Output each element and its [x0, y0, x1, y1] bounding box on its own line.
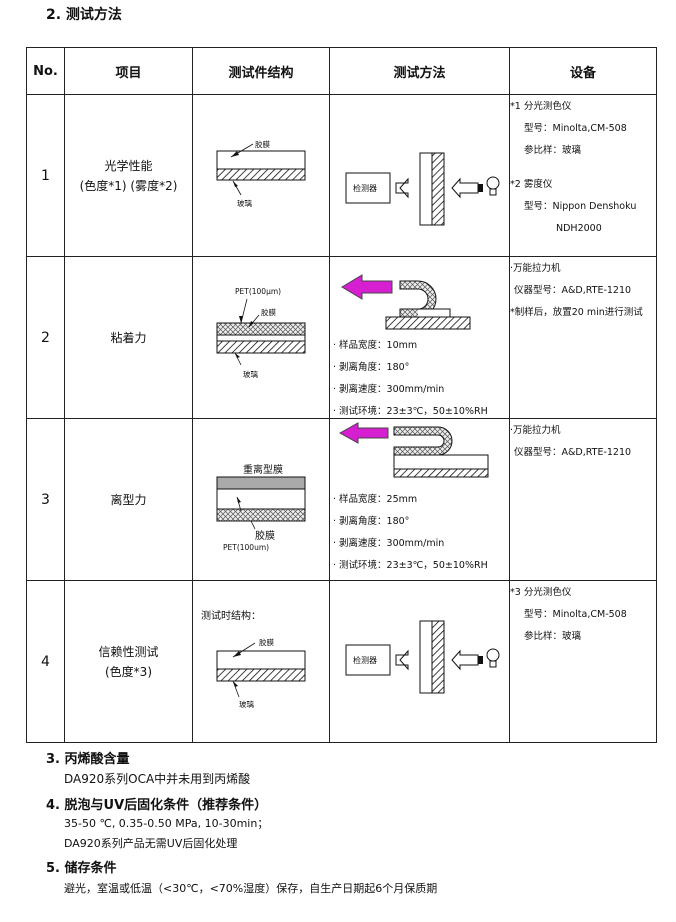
row-equipment: *1 分光测色仪 型号：Minolta,CM-508 参比样：玻璃 *2 雾度仪… — [509, 94, 657, 257]
section-5-heading: 5. 储存条件 — [46, 861, 117, 876]
equipment-line: 型号：Minolta,CM-508 — [524, 123, 627, 134]
peel-params: · 样品宽度：10mm · 剥离角度：180° · 剥离速度：300mm/min… — [333, 335, 488, 423]
header-item: 项目 — [64, 47, 193, 95]
table-row: 3 离型力 重离型膜 胶膜 PET(100um) — [26, 418, 657, 581]
row-structure: 测试时结构： 胶膜 玻璃 — [192, 580, 330, 743]
equipment-line: 参比样：玻璃 — [524, 631, 582, 642]
row-method: 检测器 — [329, 94, 510, 257]
row-no: 2 — [26, 256, 65, 419]
structure-diagram — [216, 143, 306, 196]
release-params: · 样品宽度：25mm · 剥离角度：180° · 剥离速度：300mm/min… — [333, 489, 488, 577]
row-method: 检测器 — [329, 580, 510, 743]
label-glass: 玻璃 — [239, 700, 254, 709]
detector-label: 检测器 — [353, 656, 377, 665]
table-row: 4 信赖性测试 (色度*3) 测试时结构： 胶膜 玻璃 — [26, 580, 657, 743]
section-4-text: 35-50 ℃, 0.35-0.50 MPa, 10-30min； — [64, 817, 269, 830]
item-line: (色度*3) — [105, 664, 152, 679]
item-line: 光学性能 — [104, 158, 153, 173]
optical-method-diagram — [345, 152, 500, 226]
row-method: · 样品宽度：25mm · 剥离角度：180° · 剥离速度：300mm/min… — [329, 418, 510, 581]
param-line: · 剥离角度：180° — [333, 362, 410, 373]
section-4-heading: 4. 脱泡与UV后固化条件（推荐条件） — [46, 798, 268, 813]
equipment-line: *2 雾度仪 — [510, 179, 553, 190]
item-line: 信赖性测试 — [98, 644, 159, 659]
label-heavy-release: 重离型膜 — [243, 465, 283, 476]
row-no: 1 — [26, 94, 65, 257]
row-item: 信赖性测试 (色度*3) — [64, 580, 193, 743]
label-glass: 玻璃 — [243, 370, 258, 379]
header-structure: 测试件结构 — [192, 47, 330, 95]
header-method: 测试方法 — [329, 47, 510, 95]
param-line: · 样品宽度：10mm — [333, 340, 418, 351]
release-method-diagram — [338, 422, 489, 478]
detector-label: 检测器 — [353, 184, 377, 193]
label-film: 胶膜 — [261, 308, 276, 317]
header-equipment: 设备 — [509, 47, 657, 95]
structure-diagram — [216, 476, 306, 530]
equipment-line — [510, 162, 656, 174]
label-pet: PET(100um) — [223, 543, 270, 552]
row-structure: PET(100μm) 胶膜 玻璃 — [192, 256, 330, 419]
equipment-line: 参比样：玻璃 — [524, 145, 582, 156]
row-equipment: ·万能拉力机 仪器型号：A&D,RTE-1210 *制样后，放置20 min进行… — [509, 256, 657, 419]
param-line: · 剥离速度：300mm/min — [333, 384, 445, 395]
structure-title: 测试时结构： — [201, 611, 261, 622]
param-line: · 剥离速度：300mm/min — [333, 538, 445, 549]
section-3-text: DA920系列OCA中并未用到丙烯酸 — [64, 772, 251, 786]
label-film: 胶膜 — [259, 638, 274, 647]
param-line: · 测试环境：23±3℃，50±10%RH — [333, 406, 488, 417]
row-method: · 样品宽度：10mm · 剥离角度：180° · 剥离速度：300mm/min… — [329, 256, 510, 419]
test-method-table: No. 项目 测试件结构 测试方法 设备 1 光学性能 (色度*1) (雾度*2… — [26, 47, 657, 743]
label-film: 胶膜 — [255, 140, 270, 149]
row-structure: 胶膜 玻璃 — [192, 94, 330, 257]
equipment-line: NDH2000 — [556, 223, 602, 234]
item-line: 粘着力 — [110, 330, 147, 345]
section-2-heading: 2. 测试方法 — [46, 7, 122, 23]
equipment-line: 仪器型号：A&D,RTE-1210 — [514, 285, 632, 296]
param-line: · 测试环境：23±3℃，50±10%RH — [333, 560, 488, 571]
light-bulb-icon — [486, 176, 500, 190]
label-pet: PET(100μm) — [235, 287, 282, 296]
pull-arrow-icon — [338, 422, 389, 444]
equipment-line: 型号：Nippon Denshoku — [524, 201, 637, 212]
row-item: 光学性能 (色度*1) (雾度*2) — [64, 94, 193, 257]
equipment-line: 型号：Minolta,CM-508 — [524, 609, 627, 620]
param-line: · 样品宽度：25mm — [333, 494, 418, 505]
row-equipment: *3 分光测色仪 型号：Minolta,CM-508 参比样：玻璃 — [509, 580, 657, 743]
label-film: 胶膜 — [255, 531, 275, 542]
table-header-row: No. 项目 测试件结构 测试方法 设备 — [26, 47, 657, 95]
item-line: (色度*1) (雾度*2) — [79, 178, 178, 193]
row-item: 粘着力 — [64, 256, 193, 419]
label-glass: 玻璃 — [237, 199, 252, 208]
equipment-line: *制样后，放置20 min进行测试 — [510, 307, 643, 318]
optical-method-diagram — [345, 620, 500, 694]
structure-diagram — [216, 642, 306, 698]
section-3-heading: 3. 丙烯酸含量 — [46, 752, 130, 767]
equipment-line: 仪器型号：A&D,RTE-1210 — [514, 447, 632, 458]
equipment-line: *1 分光测色仪 — [510, 101, 572, 112]
row-equipment: ·万能拉力机 仪器型号：A&D,RTE-1210 — [509, 418, 657, 581]
param-line: · 剥离角度：180° — [333, 516, 410, 527]
pull-arrow-icon — [341, 274, 393, 300]
table-row: 1 光学性能 (色度*1) (雾度*2) 胶膜 玻璃 — [26, 94, 657, 257]
light-bulb-icon — [486, 648, 500, 662]
section-5-text: 避光，室温或低温（<30℃，<70%湿度）保存，自生产日期起6个月保质期 — [64, 882, 438, 895]
equipment-line: ·万能拉力机 — [510, 263, 561, 274]
row-structure: 重离型膜 胶膜 PET(100um) — [192, 418, 330, 581]
structure-diagram — [216, 298, 306, 366]
row-item: 离型力 — [64, 418, 193, 581]
item-line: 离型力 — [110, 492, 147, 507]
header-no: No. — [26, 47, 65, 95]
section-4-text: DA920系列产品无需UV后固化处理 — [64, 837, 238, 850]
equipment-line: ·万能拉力机 — [510, 425, 561, 436]
peel-method-diagram — [341, 274, 471, 330]
row-no: 3 — [26, 418, 65, 581]
row-no: 4 — [26, 580, 65, 743]
table-row: 2 粘着力 PET(100μm) 胶膜 玻璃 — [26, 256, 657, 419]
equipment-line: *3 分光测色仪 — [510, 587, 572, 598]
